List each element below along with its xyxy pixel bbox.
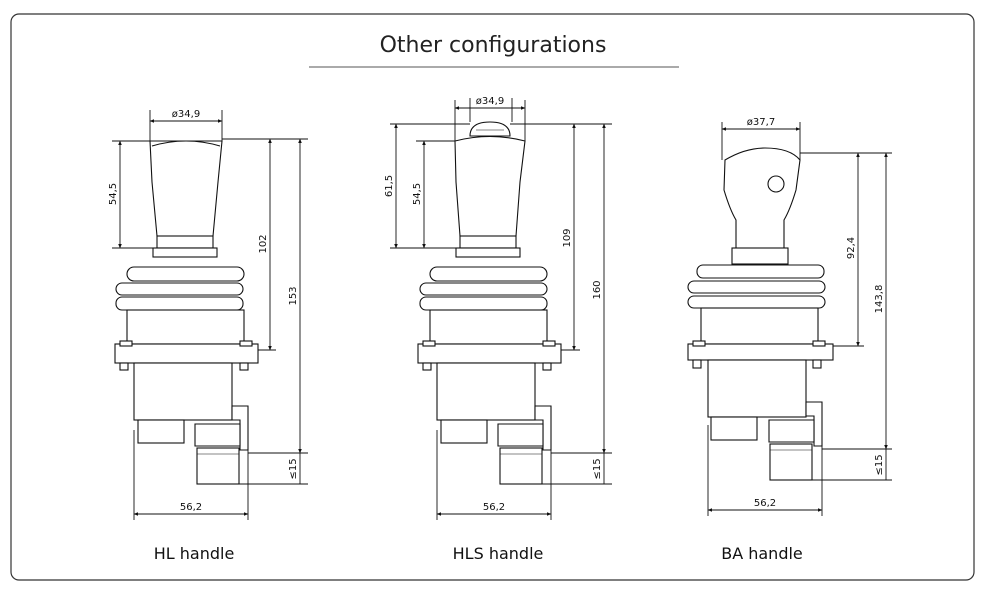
hls-dim-bottom: ≤15	[592, 458, 603, 479]
hls-dim-grip-outer: 61,5	[384, 175, 395, 197]
hl-dim-total: 153	[288, 286, 299, 305]
hl-dim-diameter: ø34,9	[172, 109, 200, 120]
ba-handle-drawing	[687, 122, 892, 516]
ba-dim-upper: 92,4	[846, 237, 857, 259]
hl-handle-drawing	[112, 110, 308, 520]
hls-dim-upper: 109	[562, 228, 573, 247]
figure-border	[10, 13, 975, 581]
hls-handle-label: HLS handle	[453, 544, 544, 563]
hls-dim-width: 56,2	[483, 502, 505, 513]
hl-handle-label: HL handle	[154, 544, 235, 563]
ba-dim-diameter: ø37,7	[747, 117, 775, 128]
hls-dim-total: 160	[592, 280, 603, 299]
ba-handle-label: BA handle	[721, 544, 803, 563]
hl-dim-width: 56,2	[180, 502, 202, 513]
ba-dim-total: 143,8	[874, 285, 885, 314]
ba-dim-width: 56,2	[754, 498, 776, 509]
ba-dim-bottom: ≤15	[874, 454, 885, 475]
hls-handle-drawing	[390, 98, 612, 520]
hls-dim-diameter: ø34,9	[476, 96, 504, 107]
figure-title: Other configurations	[380, 33, 607, 58]
hl-dim-upper: 102	[258, 234, 269, 253]
hl-dim-grip: 54,5	[108, 183, 119, 205]
hls-dim-grip: 54,5	[412, 183, 423, 205]
hl-dim-bottom: ≤15	[288, 458, 299, 479]
